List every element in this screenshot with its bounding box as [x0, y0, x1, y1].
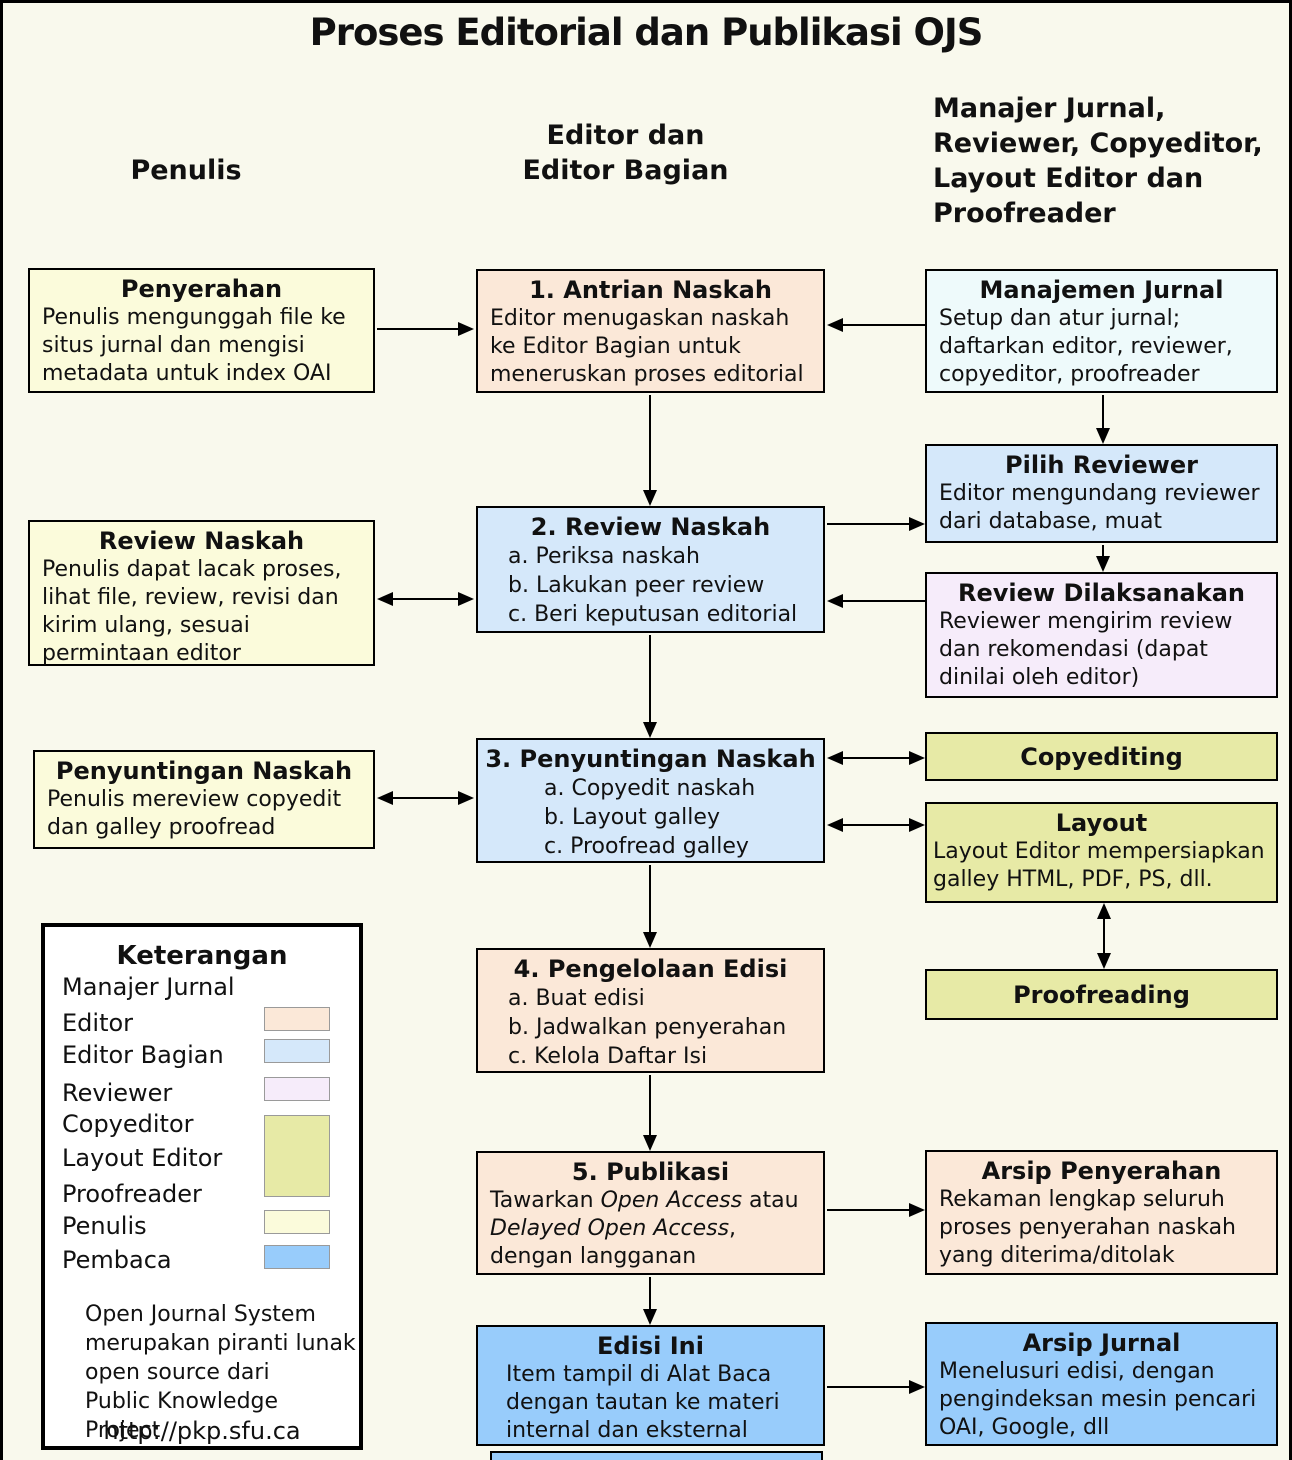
- box-review-naskah-item-c: c. Beri keputusan editorial: [508, 602, 798, 628]
- box-penyuntingan-naskah-penulis-title: Penyuntingan Naskah: [55, 757, 353, 785]
- box-arsip-penyerahan-title: Arsip Penyerahan: [981, 1157, 1222, 1185]
- legend-label-layout-editor: Layout Editor: [62, 1144, 223, 1172]
- box-pengelolaan-edisi-item-c: c. Kelola Daftar Isi: [508, 1044, 708, 1070]
- legend-swatch-penulis: [264, 1210, 330, 1234]
- legend-label-manajer-jurnal: Manajer Jurnal: [62, 973, 235, 1001]
- box-proofreading-title: Proofreading: [1013, 980, 1190, 1009]
- box-manajemen-jurnal-body: Setup dan atur jurnal; daftarkan editor,…: [939, 306, 1233, 388]
- box-arsip-jurnal-title: Arsip Jurnal: [1022, 1329, 1181, 1357]
- column-header-manajer: Manajer Jurnal, Reviewer, Copyeditor, La…: [933, 93, 1263, 230]
- box-review-naskah-penulis-body: Penulis dapat lacak proses, lihat file, …: [42, 557, 342, 667]
- box-manajemen-jurnal-title: Manajemen Jurnal: [979, 276, 1224, 304]
- box-publikasi-title: 5. Publikasi: [571, 1158, 730, 1186]
- box-pengelolaan-edisi-item-b: b. Jadwalkan penyerahan: [508, 1015, 787, 1041]
- legend-title: Keterangan: [116, 941, 288, 971]
- box-antrian-naskah: 1. Antrian Naskah Editor menugaskan nask…: [476, 269, 825, 393]
- box-review-naskah-title: 2. Review Naskah: [530, 513, 771, 541]
- box-pengelolaan-edisi: 4. Pengelolaan Edisi a. Buat edisi b. Ja…: [476, 948, 825, 1073]
- publikasi-open-access: Open Access: [600, 1188, 743, 1213]
- box-penyuntingan-naskah-title: 3. Penyuntingan Naskah: [485, 745, 816, 773]
- box-manajemen-jurnal: Manajemen Jurnal Setup dan atur jurnal; …: [925, 269, 1278, 393]
- box-penyerahan-body: Penulis mengunggah file ke situs jurnal …: [42, 305, 346, 387]
- box-edisi-ini-body: Item tampil di Alat Baca dengan tautan k…: [506, 1362, 780, 1444]
- box-pengelolaan-edisi-title: 4. Pengelolaan Edisi: [513, 955, 788, 983]
- legend-label-pembaca: Pembaca: [62, 1246, 172, 1274]
- legend-label-copyeditor: Copyeditor: [62, 1110, 194, 1138]
- publikasi-text-1: Tawarkan: [490, 1188, 601, 1213]
- box-arsip-jurnal: Arsip Jurnal Menelusuri edisi, dengan pe…: [925, 1322, 1278, 1446]
- box-edisi-ini-title: Edisi Ini: [597, 1332, 704, 1360]
- box-penyerahan: Penyerahan Penulis mengunggah file ke si…: [28, 268, 375, 393]
- legend-label-reviewer: Reviewer: [62, 1079, 173, 1107]
- box-review-naskah-item-b: b. Lakukan peer review: [508, 573, 765, 599]
- legend-label-proofreader: Proofreader: [62, 1180, 202, 1208]
- legend-note: Open Journal System merupakan piranti lu…: [85, 1302, 356, 1444]
- box-review-dilaksanakan: Review Dilaksanakan Reviewer mengirim re…: [925, 572, 1278, 698]
- box-copyediting: Copyediting: [925, 732, 1278, 781]
- box-pilih-reviewer-title: Pilih Reviewer: [1005, 451, 1198, 479]
- box-penyuntingan-naskah: 3. Penyuntingan Naskah a. Copyedit naska…: [476, 738, 825, 863]
- box-layout: Layout Layout Editor mempersiapkan galle…: [925, 802, 1278, 903]
- box-arsip-penyerahan: Arsip Penyerahan Rekaman lengkap seluruh…: [925, 1150, 1278, 1275]
- box-pilih-reviewer: Pilih Reviewer Editor mengundang reviewe…: [925, 444, 1278, 543]
- legend-url: http://pkp.sfu.ca: [103, 1417, 301, 1445]
- box-layout-title: Layout: [1055, 809, 1148, 837]
- box-arsip-jurnal-body: Menelusuri edisi, dengan pengindeksan me…: [939, 1359, 1257, 1441]
- box-pengelolaan-edisi-item-a: a. Buat edisi: [508, 986, 645, 1011]
- legend-swatch-editor-bagian: [264, 1039, 330, 1063]
- legend-swatch-pembaca: [264, 1245, 330, 1269]
- box-review-dilaksanakan-body: Reviewer mengirim review dan rekomendasi…: [939, 609, 1233, 691]
- legend-swatch-editor: [264, 1007, 330, 1031]
- publikasi-text-3: , dengan langganan: [490, 1216, 737, 1270]
- column-header-editor: Editor dan Editor Bagian: [522, 120, 729, 187]
- box-antrian-naskah-body: Editor menugaskan naskah ke Editor Bagia…: [490, 306, 804, 388]
- legend-label-penulis: Penulis: [62, 1212, 147, 1240]
- legend-swatch-reviewer: [264, 1077, 330, 1101]
- box-penyuntingan-naskah-item-c: c. Proofread galley: [544, 834, 749, 860]
- column-header-penulis: Penulis: [130, 155, 242, 186]
- box-review-naskah-item-a: a. Periksa naskah: [508, 544, 700, 569]
- box-penyuntingan-naskah-penulis-body: Penulis mereview copyedit dan galley pro…: [47, 787, 342, 841]
- box-publikasi-body: Tawarkan Open Access atau Delayed Open A…: [478, 1187, 823, 1271]
- box-review-naskah-penulis-title: Review Naskah: [98, 527, 305, 555]
- box-review-dilaksanakan-title: Review Dilaksanakan: [958, 579, 1245, 607]
- legend-swatch-copyeditor-layout-proofreader: [264, 1115, 330, 1197]
- box-copyediting-title: Copyediting: [1020, 742, 1183, 771]
- box-penyuntingan-naskah-penulis: Penyuntingan Naskah Penulis mereview cop…: [33, 750, 375, 849]
- box-penyuntingan-naskah-item-b: b. Layout galley: [544, 805, 720, 831]
- box-proofreading: Proofreading: [925, 969, 1278, 1020]
- publikasi-text-2: atau: [742, 1188, 799, 1213]
- box-pilih-reviewer-body: Editor mengundang reviewer dari database…: [939, 481, 1260, 535]
- diagram-title: Proses Editorial dan Publikasi OJS: [309, 11, 984, 54]
- legend: Keterangan Manajer Jurnal Editor Editor …: [41, 923, 363, 1450]
- box-review-naskah-penulis: Review Naskah Penulis dapat lacak proses…: [28, 520, 375, 666]
- publikasi-delayed-open-access: Delayed Open Access: [490, 1216, 730, 1242]
- box-edisi-ini: Edisi Ini Item tampil di Alat Baca denga…: [476, 1325, 825, 1446]
- legend-label-editor: Editor: [62, 1009, 134, 1037]
- box-publikasi: 5. Publikasi Tawarkan Open Access atau D…: [476, 1151, 825, 1275]
- box-penyerahan-title: Penyerahan: [120, 275, 283, 303]
- cutoff-box-bottom: [490, 1451, 823, 1460]
- box-review-naskah: 2. Review Naskah a. Periksa naskah b. La…: [476, 506, 825, 633]
- legend-label-editor-bagian: Editor Bagian: [62, 1041, 224, 1069]
- box-arsip-penyerahan-body: Rekaman lengkap seluruh proses penyeraha…: [939, 1187, 1236, 1269]
- box-antrian-naskah-title: 1. Antrian Naskah: [529, 276, 772, 304]
- box-layout-body: Layout Editor mempersiapkan galley HTML,…: [933, 839, 1265, 893]
- box-penyuntingan-naskah-item-a: a. Copyedit naskah: [544, 776, 756, 801]
